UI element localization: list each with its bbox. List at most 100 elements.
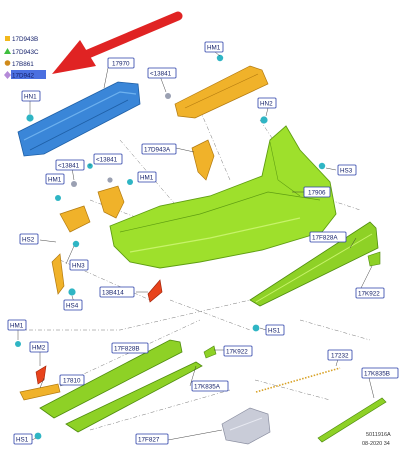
legend-item-label: 17D943C bbox=[12, 49, 39, 56]
callout-17906[interactable]: 17906 bbox=[303, 186, 331, 198]
svg-text:17906: 17906 bbox=[308, 190, 326, 197]
square-marker-icon bbox=[5, 36, 10, 41]
svg-text:HM1: HM1 bbox=[140, 175, 154, 182]
svg-text:17D943A: 17D943A bbox=[144, 147, 171, 154]
legend-item-label: 17B861 bbox=[12, 61, 34, 68]
callout-17F827[interactable]: 17F827 bbox=[135, 433, 169, 445]
callout-hm1-mid[interactable]: HM1 bbox=[137, 171, 157, 183]
bracket-17K922-a[interactable] bbox=[203, 345, 217, 359]
side-bracket-17D943A[interactable] bbox=[191, 139, 215, 181]
left-side-bracket[interactable] bbox=[59, 185, 125, 233]
callout-hn2[interactable]: HN2 bbox=[257, 97, 277, 109]
legend-item-17B861[interactable]: 17B861 bbox=[4, 60, 35, 68]
svg-text:HN3: HN3 bbox=[72, 263, 85, 270]
clip-icon[interactable] bbox=[318, 162, 326, 170]
svg-text:HM1: HM1 bbox=[207, 45, 221, 52]
callout-hn3[interactable]: HN3 bbox=[69, 259, 89, 271]
svg-text:<13841: <13841 bbox=[96, 157, 118, 164]
diamond-marker-icon bbox=[4, 71, 11, 79]
svg-text:HS1: HS1 bbox=[16, 437, 29, 444]
clip-icon[interactable] bbox=[26, 114, 34, 122]
svg-text:HM2: HM2 bbox=[32, 345, 46, 352]
clip-icon[interactable] bbox=[127, 179, 133, 185]
nut-icon[interactable] bbox=[165, 93, 171, 99]
callout-hm2[interactable]: HM2 bbox=[29, 341, 49, 353]
nuts bbox=[71, 93, 171, 187]
callout-hm1-top[interactable]: HM1 bbox=[204, 41, 224, 53]
callout-hn1-top[interactable]: HN1 bbox=[21, 90, 41, 102]
circle-marker-icon bbox=[4, 60, 11, 66]
legend: 17D943B 17D943C 17B861 17D942 bbox=[4, 36, 46, 80]
callout-13841-mid-left[interactable]: <13841 bbox=[55, 159, 85, 171]
nut-icon[interactable] bbox=[107, 177, 113, 183]
upper-bracket[interactable] bbox=[174, 65, 269, 119]
svg-text:17810: 17810 bbox=[63, 378, 81, 385]
rear-bumper-cover[interactable] bbox=[109, 125, 337, 269]
svg-text:HS4: HS4 bbox=[66, 303, 79, 310]
clip-icon[interactable] bbox=[252, 324, 260, 332]
reflector-left[interactable] bbox=[51, 253, 65, 295]
svg-text:17K922: 17K922 bbox=[226, 349, 248, 356]
callout-17970[interactable]: 17970 bbox=[107, 57, 135, 69]
svg-text:HM1: HM1 bbox=[48, 177, 62, 184]
callout-17K922-mid[interactable]: 17K922 bbox=[223, 345, 253, 357]
callout-17K835A[interactable]: 17K835A bbox=[191, 380, 229, 392]
callout-13841-top[interactable]: <13841 bbox=[147, 67, 177, 79]
lower-panel-17F827[interactable] bbox=[221, 407, 271, 445]
clip-icon[interactable] bbox=[55, 195, 61, 201]
svg-text:HN1: HN1 bbox=[24, 94, 37, 101]
harness-17232[interactable] bbox=[255, 367, 341, 393]
callout-17K835B[interactable]: 17K835B bbox=[361, 367, 399, 379]
svg-text:<13841: <13841 bbox=[58, 163, 80, 170]
clip-icon[interactable] bbox=[34, 432, 42, 440]
callout-hm1-bottom[interactable]: HM1 bbox=[7, 319, 27, 331]
clip-icon[interactable] bbox=[260, 116, 268, 124]
lower-trim-strip-K835A[interactable] bbox=[65, 361, 203, 433]
red-clip-part[interactable] bbox=[35, 365, 47, 385]
legend-item-17D943B[interactable]: 17D943B bbox=[5, 36, 38, 43]
clip-icon[interactable] bbox=[72, 240, 80, 248]
legend-highlight bbox=[11, 70, 46, 79]
lower-diffuser-A[interactable] bbox=[249, 221, 379, 307]
callout-13841-mid[interactable]: <13841 bbox=[93, 153, 123, 165]
bumper-beam[interactable] bbox=[17, 81, 141, 157]
clip-icon[interactable] bbox=[15, 341, 21, 347]
svg-text:HS2: HS2 bbox=[22, 237, 35, 244]
callout-hm1-left[interactable]: HM1 bbox=[45, 173, 65, 185]
drawing-code: 5011916A bbox=[366, 432, 391, 438]
callout-hs3[interactable]: HS3 bbox=[337, 164, 357, 176]
clip-icon[interactable] bbox=[216, 54, 224, 62]
svg-text:17F828A: 17F828A bbox=[312, 235, 338, 242]
callout-hs2[interactable]: HS2 bbox=[19, 233, 39, 245]
legend-item-17D942[interactable]: 17D942 bbox=[4, 70, 46, 80]
legend-item-17D943C[interactable]: 17D943C bbox=[4, 48, 39, 56]
svg-text:17K922: 17K922 bbox=[358, 291, 380, 298]
trim-strip-K835B[interactable] bbox=[317, 397, 387, 443]
bracket-17K922-b[interactable] bbox=[367, 251, 381, 267]
callout-hs4[interactable]: HS4 bbox=[63, 299, 83, 311]
callouts: 17970 <13841 HN1 HM1 HN2 HS3 17D943A <13… bbox=[7, 41, 399, 445]
clip-icon[interactable] bbox=[68, 288, 76, 296]
red-arrow-icon bbox=[52, 11, 183, 74]
svg-text:17K835A: 17K835A bbox=[194, 384, 221, 391]
svg-text:13B414: 13B414 bbox=[102, 290, 124, 297]
svg-text:HS1: HS1 bbox=[268, 328, 281, 335]
callout-17810[interactable]: 17810 bbox=[59, 374, 85, 386]
legend-item-label: 17D943B bbox=[12, 36, 38, 43]
callout-17F828B[interactable]: 17F828B bbox=[111, 342, 149, 354]
callout-17K922-right[interactable]: 17K922 bbox=[355, 287, 385, 299]
callout-hs1-mid[interactable]: HS1 bbox=[265, 324, 285, 336]
svg-text:HM1: HM1 bbox=[10, 323, 24, 330]
callout-17F828A[interactable]: 17F828A bbox=[309, 231, 347, 243]
red-reflector[interactable] bbox=[147, 279, 163, 303]
callout-hs1-bottom[interactable]: HS1 bbox=[13, 433, 33, 445]
nut-icon[interactable] bbox=[71, 181, 77, 187]
legend-item-label: 17D942 bbox=[12, 73, 35, 80]
svg-text:<13841: <13841 bbox=[150, 71, 172, 78]
reflector-17810[interactable] bbox=[19, 383, 61, 401]
triangle-marker-icon bbox=[4, 48, 11, 54]
callout-13B414[interactable]: 13B414 bbox=[99, 286, 135, 298]
callout-17232[interactable]: 17232 bbox=[327, 349, 353, 361]
callout-17D943A[interactable]: 17D943A bbox=[141, 143, 177, 155]
